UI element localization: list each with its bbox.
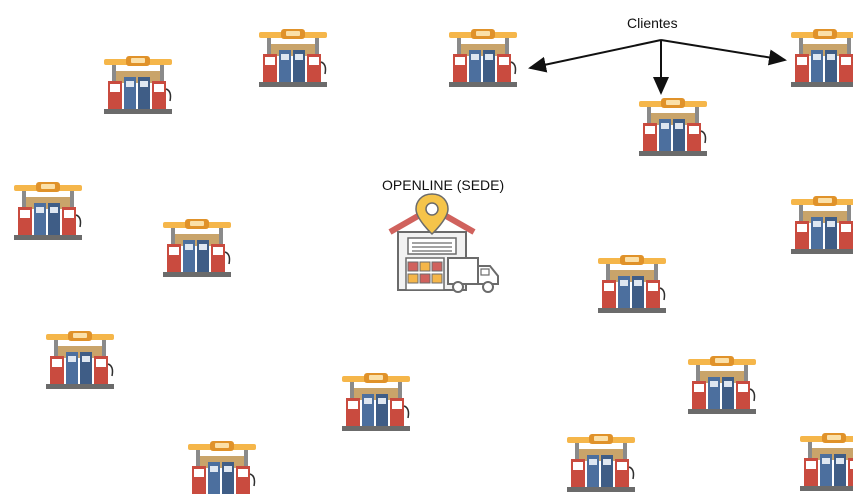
gas-station-icon [162, 218, 232, 278]
client-station [102, 55, 174, 117]
client-station [789, 28, 853, 90]
gas-station-icon [790, 28, 853, 88]
client-station [686, 355, 758, 417]
gas-station-icon [341, 372, 411, 432]
client-station [637, 97, 709, 159]
gas-station-icon [13, 181, 83, 241]
headquarters-label: OPENLINE (SEDE) [382, 177, 505, 193]
client-station [161, 218, 233, 280]
client-station [798, 432, 853, 494]
gas-station-icon [448, 28, 518, 88]
client-station [340, 372, 412, 434]
client-station [596, 254, 668, 316]
client-station [44, 330, 116, 392]
gas-station-icon [638, 97, 708, 157]
client-station [12, 181, 84, 243]
gas-station-icon [597, 254, 667, 314]
gas-station-icon [799, 432, 853, 492]
gas-station-icon [45, 330, 115, 390]
client-station [565, 433, 637, 494]
gas-station-icon [687, 355, 757, 415]
client-station [257, 28, 329, 90]
gas-station-icon [187, 440, 257, 494]
client-station [186, 440, 258, 494]
gas-station-icon [258, 28, 328, 88]
gas-station-icon [790, 195, 853, 255]
gas-station-icon [103, 55, 173, 115]
arrow-to-client-right [660, 39, 787, 66]
gas-station-icon [566, 433, 636, 493]
arrow-to-client-left [528, 39, 662, 73]
client-station [789, 195, 853, 257]
client-station [447, 28, 519, 90]
clients-label: Clientes [627, 15, 678, 31]
warehouse-truck-location-icon [388, 193, 499, 293]
